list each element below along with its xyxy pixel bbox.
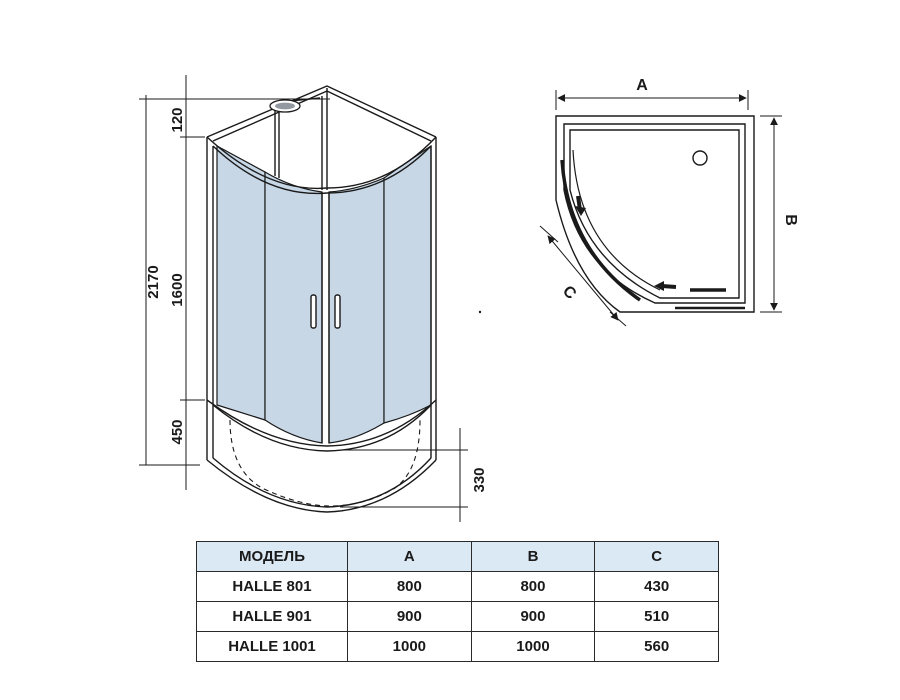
header-a: A: [347, 541, 472, 572]
plan-label-b: B: [782, 214, 799, 226]
drain-icon: [692, 150, 708, 166]
cell-b: 900: [470, 601, 596, 632]
roof-outline: [206, 85, 437, 138]
cell-a: 900: [347, 601, 472, 632]
table-row: HALLE 901 900 900 510: [196, 601, 719, 632]
cell-b: 1000: [470, 631, 596, 662]
cell-a: 800: [347, 571, 472, 602]
plan-view: [555, 115, 755, 313]
cell-model: HALLE 901: [196, 601, 348, 632]
door-handle-icon: [310, 294, 317, 329]
dim-tray-depth: 330: [471, 467, 488, 492]
spec-table: МОДЕЛЬ A B C HALLE 801 800 800 430 HALLE…: [196, 541, 719, 662]
cell-b: 800: [470, 571, 596, 602]
cell-model: HALLE 1001: [196, 631, 348, 662]
front-view: [206, 85, 437, 513]
dim-glass-height: 1600: [169, 273, 186, 306]
table-header-row: МОДЕЛЬ A B C: [196, 541, 719, 572]
header-b: B: [470, 541, 596, 572]
cell-c: 430: [594, 571, 719, 602]
glass-panels: [216, 144, 432, 444]
cell-c: 560: [594, 631, 719, 662]
plan-label-c: C: [559, 283, 580, 304]
header-c: C: [594, 541, 719, 572]
plan-dimensions: [539, 90, 782, 327]
table-row: HALLE 801 800 800 430: [196, 571, 719, 602]
cell-model: HALLE 801: [196, 571, 348, 602]
door-handle-icon: [334, 294, 341, 329]
dim-base-height: 450: [169, 419, 186, 444]
dim-total-height: 2170: [145, 265, 162, 298]
header-model: МОДЕЛЬ: [196, 541, 348, 572]
tray-outline: [206, 459, 437, 513]
cell-c: 510: [594, 601, 719, 632]
table-row: HALLE 1001 1000 1000 560: [196, 631, 719, 662]
cell-a: 1000: [347, 631, 472, 662]
door-arrow-icon: [661, 284, 677, 289]
front-dimensions: [139, 75, 468, 522]
plan-label-a: A: [636, 77, 648, 94]
technical-drawing: 2170 120 1600 450 330 A: [139, 75, 799, 522]
dim-top-section: 120: [169, 107, 186, 132]
tray-plan-outline: [555, 115, 755, 313]
